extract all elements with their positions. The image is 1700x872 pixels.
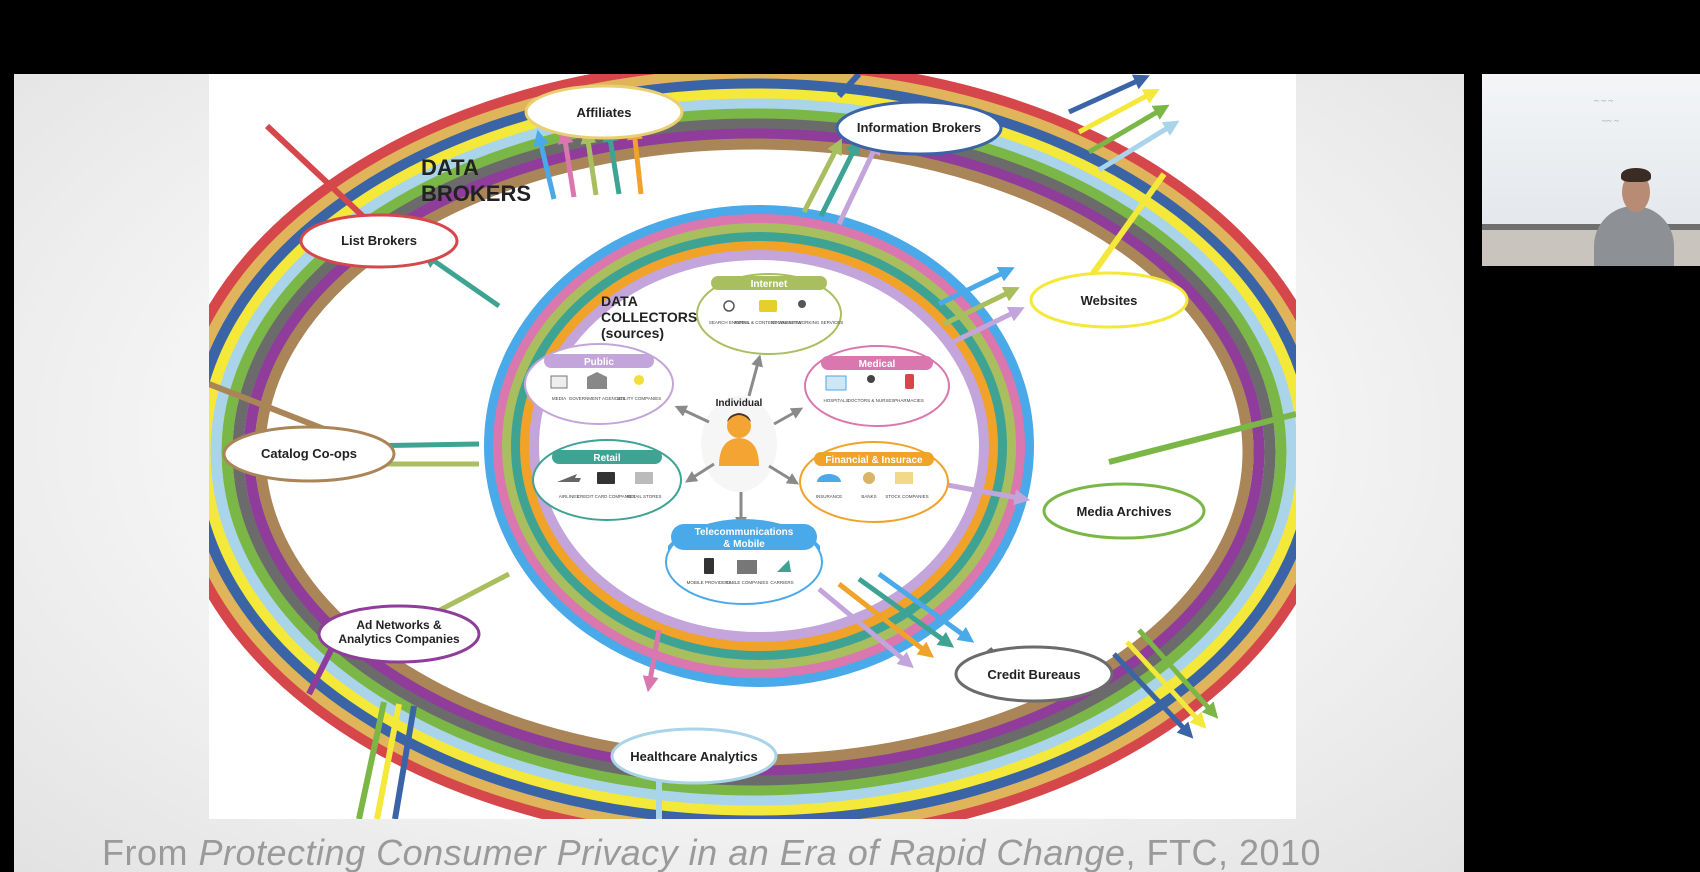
broker-credit-bureaus: Credit Bureaus [954,645,1114,703]
whiteboard-scribble: ~~ ~ [1602,116,1619,126]
medical-item-2: DOCTORS & NURSES [848,398,895,403]
source-financial-title: Financial & Insurace [825,455,923,466]
telecom-item-2: CABLE COMPANIES [726,580,769,585]
broker-catalog-coops-label: Catalog Co-ops [261,446,357,461]
broker-media-archives: Media Archives [1042,482,1206,540]
broker-information-brokers: Information Brokers [835,100,1003,156]
source-telecom-title-line1: Telecommunications [695,527,794,538]
retail-item-3: RETAIL STORES [627,494,662,499]
shopping-icon [759,300,777,312]
hospital-icon [825,375,847,391]
retail-item-1: AIRLINES [559,494,580,499]
retail-item-2: CREDIT CARD COMPANIES [577,494,636,499]
internet-item-3: SOCIAL NETWORKING SERVICES [771,320,844,325]
diagram-title: DATA BROKERS [421,155,531,206]
person-icon [727,414,751,438]
search-icon [723,300,735,312]
collectors-heading: DATA COLLECTORS (sources) [601,293,697,341]
newspaper-icon [550,375,568,389]
government-icon [587,372,607,389]
umbrella-icon [817,474,841,482]
broker-nodes: Affiliates Information Brokers List Brok… [222,84,1206,785]
source-retail: Retail AIRLINES CREDIT CARD COMPANIES RE… [532,439,682,521]
whiteboard-rail [1482,224,1700,230]
source-public: Public MEDIA GOVERNMENT AGENCIES UTILITY… [524,343,674,425]
source-public-title: Public [584,357,614,368]
broker-websites-label: Websites [1081,293,1138,308]
individual-node: Individual [701,396,777,492]
broker-affiliates: Affiliates [524,84,684,140]
source-telecom: Telecommunications & Mobile MOBILE PROVI… [665,519,823,605]
broker-ad-networks-line1: Ad Networks & [356,618,442,632]
slide-caption: From Protecting Consumer Privacy in an E… [102,832,1402,872]
individual-label: Individual [716,398,763,409]
lightbulb-icon [634,375,644,385]
broker-ad-networks-line2: Analytics Companies [338,632,460,646]
broker-healthcare-analytics-label: Healthcare Analytics [630,749,757,764]
public-item-1: MEDIA [552,396,566,401]
caption-prefix: From [102,832,199,872]
financial-item-2: BANKS [861,494,876,499]
collectors-line1: DATA [601,293,638,309]
broker-affiliates-label: Affiliates [577,105,632,120]
medical-item-3: PHARMACIES [894,398,924,403]
webcam-inset: ~ ~ ~ ~~ ~ [1482,74,1700,266]
credit-card-icon [597,472,615,484]
broker-list-brokers-label: List Brokers [341,233,417,248]
store-icon [635,472,653,484]
caption-suffix: , FTC, 2010 [1125,832,1322,872]
source-retail-title: Retail [593,453,620,464]
broker-ad-networks: Ad Networks & Analytics Companies [317,604,481,664]
collectors-line3: (sources) [601,325,664,341]
title-data: DATA [421,155,479,180]
stock-certificate-icon [895,472,913,484]
financial-item-1: INSURANCE [816,494,843,499]
public-item-2: GOVERNMENT AGENCIES [569,396,625,401]
whiteboard [1482,74,1700,224]
source-medical: Medical HOSPITALS DOCTORS & NURSES PHARM… [804,345,950,427]
financial-item-3: STOCK COMPANIES [885,494,928,499]
airplane-icon [557,474,581,482]
telecom-item-1: MOBILE PROVIDERS [687,580,732,585]
source-medical-title: Medical [859,359,896,370]
data-brokers-diagram: DATA BROKERS DATA COLLECTORS (sources) A… [209,74,1296,819]
broker-catalog-coops: Catalog Co-ops [222,425,396,483]
broker-media-archives-label: Media Archives [1077,504,1172,519]
collectors-line2: COLLECTORS [601,309,697,325]
title-brokers: BROKERS [421,181,531,206]
caption-title: Protecting Consumer Privacy in an Era of… [198,832,1126,872]
presenter-body [1594,206,1674,266]
broker-healthcare-analytics: Healthcare Analytics [610,727,778,785]
individual-arrows [674,354,804,529]
svg-text:SEARCH ENGINES: SEARCH ENGINES [709,320,749,325]
telecom-item-3: CARRIERS [770,580,793,585]
internet-item-1: SEARCH ENGINES [709,320,749,325]
broker-list-brokers: List Brokers [299,213,459,269]
source-internet: Internet SEARCH ENGINES RETAIL & CONTENT… [696,273,844,355]
tv-icon [737,560,757,574]
svg-text:RETAIL & CONTENT WEBSITES: RETAIL & CONTENT WEBSITES [735,320,802,325]
inner-rings [484,205,1034,687]
money-bag-icon [863,472,875,484]
broker-arrows [352,74,1219,739]
antenna-icon [777,560,791,572]
source-telecom-title-line2: & Mobile [723,539,765,550]
people-icon [798,300,806,308]
public-item-3: UTILITY COMPANIES [617,396,662,401]
internet-item-2: RETAIL & CONTENT WEBSITES [735,320,802,325]
pharmacy-icon [905,374,914,389]
source-financial: Financial & Insurace INSURANCE BANKS STO… [799,441,949,523]
svg-text:SOCIAL NETWORKING SERVICES: SOCIAL NETWORKING SERVICES [771,320,844,325]
source-internet-title: Internet [751,279,788,290]
mobile-phone-icon [704,558,714,574]
broker-credit-bureaus-label: Credit Bureaus [987,667,1080,682]
whiteboard-scribble: ~ ~ ~ [1594,96,1614,106]
presentation-slide: DATA BROKERS DATA COLLECTORS (sources) A… [14,74,1464,872]
medical-item-1: HOSPITALS [824,398,849,403]
broker-information-brokers-label: Information Brokers [857,120,981,135]
broker-websites: Websites [1029,271,1189,329]
doctor-icon [867,375,875,383]
presenter-hair [1621,168,1651,182]
